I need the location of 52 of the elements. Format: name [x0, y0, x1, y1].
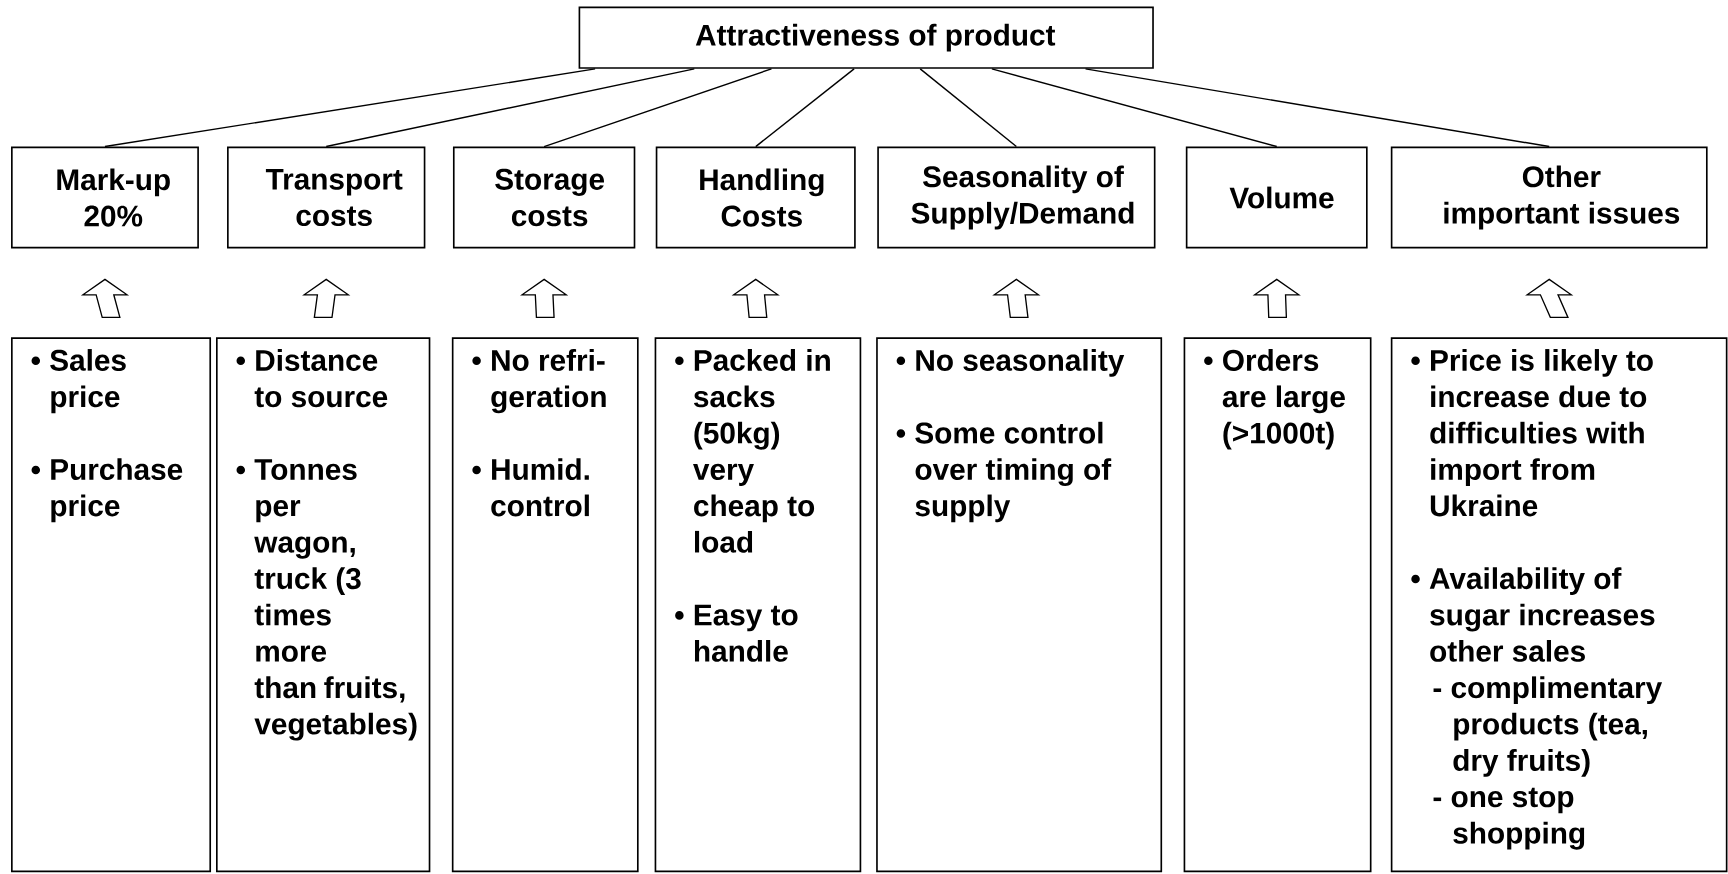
- factor-box: [11, 146, 199, 249]
- bullet-point: • No seasonality: [896, 349, 1125, 377]
- bullet-point: • No refri-geration: [472, 349, 606, 414]
- factor-box: [227, 146, 426, 249]
- details-box: [11, 337, 212, 873]
- factor-label: Seasonality of Supply/Demand: [911, 165, 1134, 230]
- connector-line: [543, 68, 773, 148]
- bullet-point: • Price is likely to increase due to difficulties with import from Ukraine: [1411, 349, 1653, 517]
- factor-box: [655, 146, 856, 249]
- hollow-arrow: [302, 278, 351, 319]
- details-box: [451, 337, 639, 873]
- connector-line: [991, 68, 1278, 148]
- connector-line: [755, 68, 855, 148]
- bullet-point: • Humid. control: [472, 458, 589, 517]
- bullet-point: • Distance to source: [236, 349, 388, 408]
- hollow-arrow: [1525, 278, 1574, 319]
- bullet-point: • Tonnes per wagon, truck (3 times more than fruits, vegetables): [236, 459, 417, 741]
- bullet-point: • Availability of sugar increases other sales: [1411, 567, 1655, 662]
- bullet-point: • Sales price: [31, 349, 126, 414]
- bullet-point: • Orders are large (>1000t): [1204, 349, 1345, 450]
- factor-box: [1185, 146, 1368, 249]
- factor-label: Other important issues: [1444, 165, 1680, 230]
- factor-box: [452, 146, 636, 249]
- hollow-arrow: [520, 278, 569, 319]
- bullet-point: • Some control over timing of supply: [896, 421, 1112, 523]
- bullet-point: • Packed in sacks (50kg) very cheap to load: [675, 349, 830, 553]
- details-box: [1390, 337, 1728, 873]
- hollow-arrow: [80, 278, 130, 319]
- sub-point: - one stop shopping: [1433, 787, 1585, 850]
- factor-label: Mark-up 20%: [57, 168, 170, 227]
- hollow-arrow: [992, 278, 1041, 319]
- details-box: [1183, 337, 1372, 873]
- factor-label: Handling Costs: [700, 168, 824, 227]
- bullet-point: • Purchase price: [31, 458, 183, 523]
- details-box: [654, 337, 862, 873]
- factor-label: Storage costs: [495, 168, 605, 227]
- connector-line: [325, 68, 695, 148]
- connector-line: [1084, 68, 1550, 148]
- title-box: [578, 6, 1154, 69]
- sub-point: - complimentary products (tea, dry fruits): [1433, 676, 1663, 777]
- factor-label: Transport costs: [265, 169, 403, 227]
- factor-box: [1390, 146, 1708, 249]
- hollow-arrow: [1252, 278, 1301, 319]
- details-box: [876, 337, 1163, 873]
- factor-box: [877, 146, 1156, 249]
- hollow-arrow: [731, 278, 780, 319]
- bullet-point: • Easy to handle: [675, 604, 798, 662]
- title-label: Attractiveness of product: [695, 23, 1056, 52]
- details-box: [216, 337, 431, 873]
- connector-line: [919, 68, 1018, 148]
- factor-label: Volume: [1229, 186, 1334, 209]
- connector-line: [104, 68, 596, 148]
